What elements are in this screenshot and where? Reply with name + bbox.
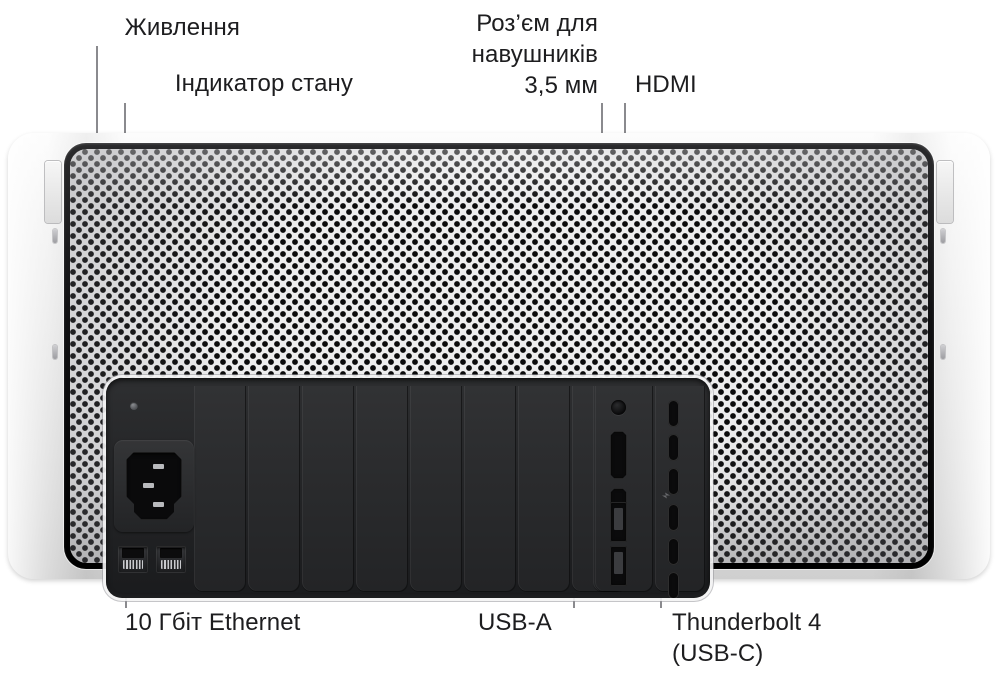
- chassis-pin-left-mid: [53, 345, 57, 359]
- callout-label-status-light: Індикатор стану: [174, 70, 353, 97]
- callout-label-usb-a: USB-A: [478, 609, 552, 636]
- pcie-slot-cover: [356, 386, 408, 591]
- usb-c-port-2: [668, 434, 679, 461]
- pcie-slot-cover: [410, 386, 462, 591]
- chassis-pin-right-mid: [941, 345, 945, 359]
- chassis-pin-right-top: [941, 229, 945, 243]
- usb-c-port-5: [668, 538, 679, 565]
- hdmi-port-1: [610, 431, 627, 479]
- chassis-latch-left: [45, 161, 61, 223]
- callout-label-hdmi: HDMI: [635, 71, 697, 98]
- callout-label-power: Живлення: [124, 14, 240, 41]
- usb-c-port-6: [668, 572, 679, 598]
- pcie-slot-cover: [518, 386, 570, 591]
- pcie-slot-cover: [302, 386, 354, 591]
- callout-label-ethernet: 10 Гбіт Ethernet: [125, 609, 301, 636]
- mac-pro-chassis: [8, 133, 990, 598]
- chassis-pin-left-top: [53, 229, 57, 243]
- usb-c-port-1: [668, 400, 679, 427]
- ethernet-port-1: [118, 546, 148, 573]
- io-panel: [106, 378, 710, 598]
- pcie-slot-cover: [194, 386, 246, 591]
- usb-a-port-2: [610, 546, 627, 586]
- usb-c-port-3: [668, 468, 679, 495]
- pcie-slot-cover: [248, 386, 300, 591]
- usb-c-port-4: [668, 504, 679, 531]
- power-inlet-connector: [126, 452, 182, 520]
- callout-label-thunderbolt: Thunderbolt 4 (USB-C): [672, 609, 822, 667]
- power-inlet-well: [114, 440, 194, 532]
- thunderbolt-icon: [662, 492, 670, 499]
- pcie-slot-cover-io-right: [655, 386, 705, 591]
- callout-label-headphone-jack: Роз’єм для навушників 3,5 мм: [471, 10, 598, 99]
- chassis-latch-right: [937, 161, 953, 223]
- usb-a-port-1: [610, 502, 627, 542]
- headphone-jack-port: [611, 400, 626, 415]
- pcie-slot-cover: [464, 386, 516, 591]
- ethernet-port-2: [156, 546, 186, 573]
- status-indicator-light: [130, 402, 138, 410]
